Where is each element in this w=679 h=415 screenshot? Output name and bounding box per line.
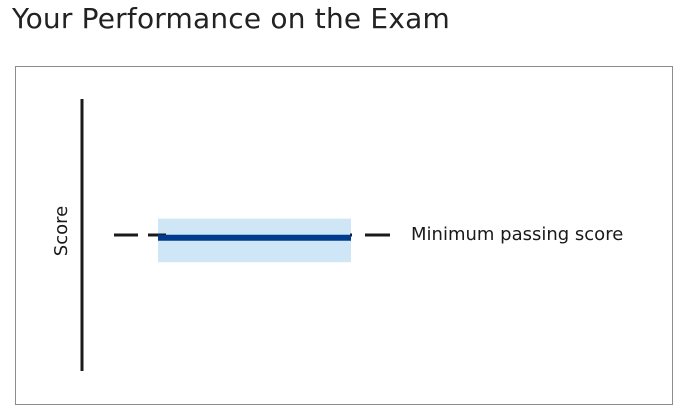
passing-score-label: Minimum passing score: [411, 224, 623, 245]
chart-frame: Score Minimum passing score: [15, 66, 673, 405]
page-title: Your Performance on the Exam: [12, 2, 450, 35]
performance-chart: Score Minimum passing score: [51, 99, 623, 371]
y-axis-label: Score: [51, 206, 72, 256]
